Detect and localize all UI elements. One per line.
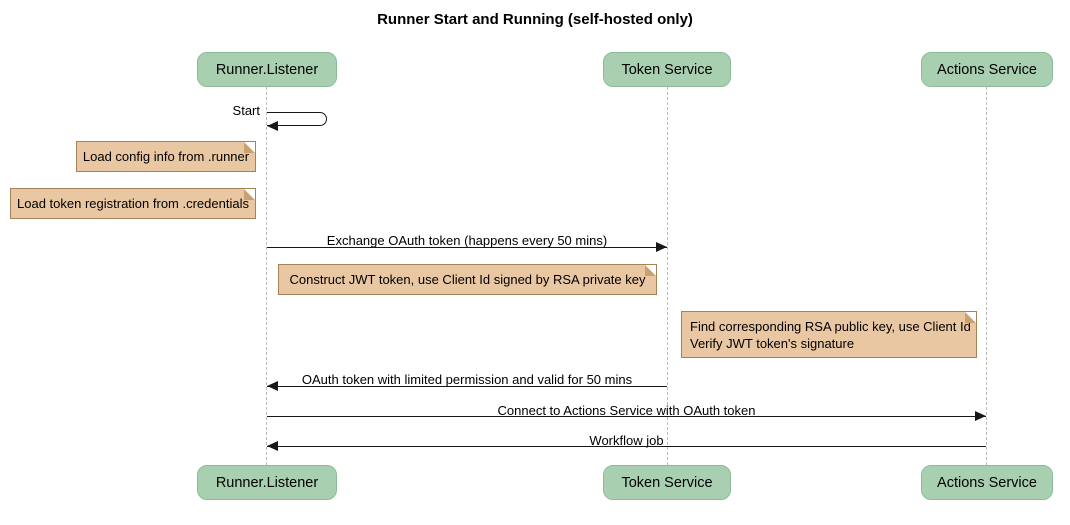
note-load-config-text: Load config info from .runner [82,149,250,164]
note-construct-jwt-text: Construct JWT token, use Client Id signe… [289,272,646,287]
message-start-arrowhead [267,121,278,131]
participant-token-service-top: Token Service [603,52,731,87]
message-exchange-line [267,247,667,248]
message-start-loop [267,112,327,126]
note-load-token-text: Load token registration from .credential… [17,196,249,211]
lifeline-runner-listener [266,87,267,465]
message-exchange-label: Exchange OAuth token (happens every 50 m… [326,233,608,248]
message-start-label: Start [232,103,260,118]
participant-actions-service-top: Actions Service [921,52,1053,87]
note-construct-jwt: Construct JWT token, use Client Id signe… [278,264,657,295]
note-load-token: Load token registration from .credential… [10,188,256,219]
participant-token-service-bottom: Token Service [603,465,731,500]
message-workflow-arrowhead [267,441,278,451]
participant-runner-listener-top: Runner.Listener [197,52,337,87]
lifeline-actions-service [986,87,987,465]
diagram-title: Runner Start and Running (self-hosted on… [377,11,693,28]
message-oauth-return-arrowhead [267,381,278,391]
message-workflow-label: Workflow job [589,433,664,448]
message-oauth-return-line [267,386,667,387]
message-connect-line [267,416,986,417]
participant-runner-listener-bottom: Runner.Listener [197,465,337,500]
message-exchange-arrowhead [656,242,667,252]
note-find-rsa: Find corresponding RSA public key, use C… [681,311,977,358]
message-connect-arrowhead [975,411,986,421]
message-connect-label: Connect to Actions Service with OAuth to… [497,403,756,418]
note-find-rsa-line2: Verify JWT token's signature [690,335,855,351]
message-workflow-line [267,446,986,447]
note-find-rsa-line1: Find corresponding RSA public key, use C… [690,318,971,334]
lifeline-token-service [667,87,668,465]
participant-actions-service-bottom: Actions Service [921,465,1053,500]
note-load-config: Load config info from .runner [76,141,256,172]
message-oauth-return-label: OAuth token with limited permission and … [301,372,633,387]
